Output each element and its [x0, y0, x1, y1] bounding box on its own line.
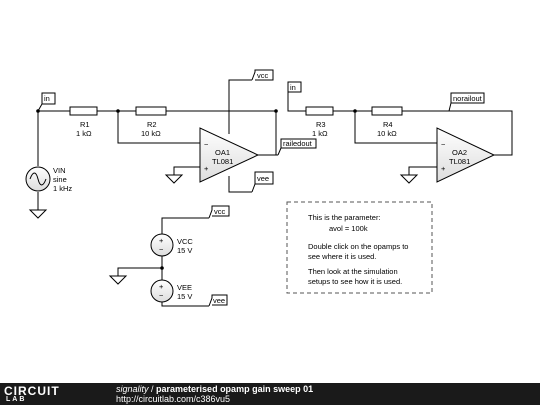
vcc-minus-pin: − — [159, 245, 164, 254]
r2-name: R2 — [147, 120, 157, 129]
net-labels: in in vcc vee railedout norailout vcc ve… — [44, 71, 483, 305]
logo-circuit-text: CIRCUIT — [4, 384, 60, 398]
net-label-vcc-oa1: vcc — [257, 71, 269, 80]
wire-r3r4-node-down — [354, 111, 437, 144]
resistor-r4 — [371, 106, 403, 116]
oa2-part: TL081 — [449, 157, 470, 166]
resistor-r3 — [305, 106, 334, 116]
net-label-vee-oa1: vee — [257, 174, 269, 183]
flag-vcc-src — [208, 205, 230, 219]
wire-vcc-oa1 — [228, 79, 252, 134]
wire-vcc-top — [161, 217, 209, 234]
resistor-r2 — [135, 106, 167, 116]
net-label-in2: in — [290, 83, 296, 92]
ground-oa2-icon — [399, 174, 419, 184]
ground-oa1-icon — [164, 174, 184, 184]
opamp-oa1 — [199, 127, 260, 183]
note-line-1: This is the parameter: — [308, 213, 381, 222]
wire-r1r2-node-down — [117, 111, 200, 144]
component-labels: R1 1 kΩ R2 10 kΩ R3 1 kΩ R4 10 kΩ OA1 TL… — [53, 120, 470, 301]
vcc-value: 15 V — [177, 246, 192, 255]
net-label-vee-src: vee — [213, 296, 225, 305]
net-label-in1: in — [44, 94, 50, 103]
junction-r3r4 — [353, 109, 357, 113]
vcc-plus-pin: + — [159, 236, 164, 245]
opamps — [199, 127, 496, 183]
wire-vee-oa1 — [228, 176, 252, 193]
vin-type: sine — [53, 175, 67, 184]
oa2-minus-pin: − — [441, 140, 446, 149]
r4-name: R4 — [383, 120, 393, 129]
vee-source-icon — [150, 279, 174, 303]
opamp-oa2 — [436, 127, 496, 183]
grounds — [28, 174, 419, 285]
vcc-source-icon — [150, 233, 174, 257]
wire-r4-out — [402, 110, 513, 156]
junction-r1r2 — [116, 109, 120, 113]
oa1-plus-pin: + — [204, 164, 209, 173]
footer-bar: CIRCUIT LAB signality / parameterised op… — [0, 383, 540, 405]
r3-value: 1 kΩ — [312, 129, 328, 138]
note-line-4: see where it is used. — [308, 252, 376, 261]
circuit-title-line: signality / parameterised opamp gain swe… — [116, 384, 313, 394]
oa2-plus-pin: + — [441, 164, 446, 173]
wires — [37, 79, 513, 307]
wire-mid-gnd — [117, 267, 162, 276]
vcc-name: VCC — [177, 237, 193, 246]
oa2-name: OA2 — [452, 148, 467, 157]
vee-value: 15 V — [177, 292, 192, 301]
r4-value: 10 kΩ — [377, 129, 397, 138]
sine-wave-icon — [29, 172, 47, 186]
vee-minus-pin: − — [159, 291, 164, 300]
oa1-minus-pin: − — [204, 140, 209, 149]
r2-value: 10 kΩ — [141, 129, 161, 138]
ground-vin-icon — [28, 209, 48, 219]
flag-in1 — [37, 92, 56, 112]
wire-oa2-plus-gnd — [408, 166, 437, 175]
wire-vee-bot — [161, 302, 209, 307]
vin-name: VIN — [53, 166, 66, 175]
note-line-5: Then look at the simulation — [308, 267, 398, 276]
vin-source — [25, 166, 51, 192]
note-line-2: avol = 100k — [329, 224, 368, 233]
title-separator: / — [148, 384, 157, 394]
net-label-railedout: railedout — [283, 139, 313, 148]
logo-lab-text: LAB — [6, 396, 27, 403]
vin-freq: 1 kHz — [53, 184, 72, 193]
circuitlab-logo[interactable]: CIRCUIT LAB — [4, 385, 96, 403]
r1-value: 1 kΩ — [76, 129, 92, 138]
wire-oa1-plus-gnd — [173, 166, 200, 175]
flag-norailout — [448, 92, 485, 112]
circuit-title[interactable]: parameterised opamp gain sweep 01 — [156, 384, 314, 394]
net-flags — [37, 69, 485, 307]
junction-supply-mid — [160, 266, 164, 270]
flag-railedout — [277, 138, 317, 156]
resistor-r1 — [69, 106, 98, 116]
note-line-6: setups to see how it is used. — [308, 277, 402, 286]
note-line-3: Double click on the opamps to — [308, 242, 408, 251]
flag-in2 — [287, 81, 302, 93]
vee-name: VEE — [177, 283, 192, 292]
ground-supply-icon — [108, 275, 128, 285]
flag-vee-src — [208, 294, 228, 307]
oa1-part: TL081 — [212, 157, 233, 166]
dc-sources — [150, 233, 174, 303]
wire-in2 — [287, 92, 306, 112]
net-label-vcc-src: vcc — [214, 207, 226, 216]
note-border — [286, 201, 433, 294]
author-name[interactable]: signality — [116, 384, 149, 394]
r1-name: R1 — [80, 120, 90, 129]
vee-plus-pin: + — [159, 282, 164, 291]
r3-name: R3 — [316, 120, 326, 129]
flag-vcc-oa1 — [251, 69, 274, 81]
net-label-norailout: norailout — [453, 94, 483, 103]
flag-vee-oa1 — [251, 171, 274, 193]
resistors — [69, 106, 403, 116]
junction-oa1-fb — [274, 109, 278, 113]
oa1-name: OA1 — [215, 148, 230, 157]
schematic-svg: in in vcc vee railedout norailout vcc ve… — [25, 69, 513, 307]
note-box: This is the parameter: avol = 100k Doubl… — [286, 201, 433, 294]
circuit-url[interactable]: http://circuitlab.com/c386vu5 — [116, 394, 231, 404]
